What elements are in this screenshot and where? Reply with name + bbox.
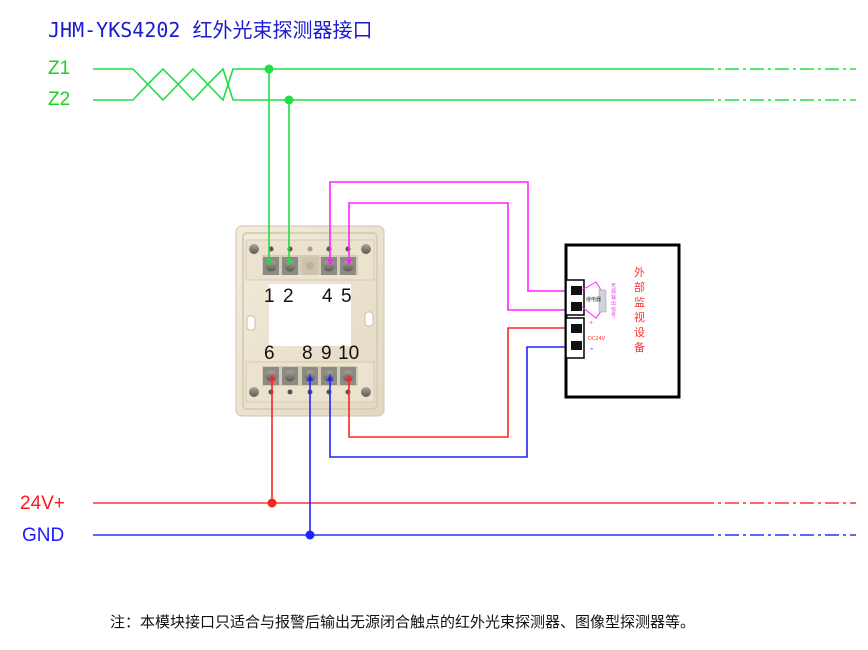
wire-terminal4-device — [329, 181, 572, 292]
relay-output-char: 源 — [611, 288, 616, 295]
device-minus-label: - — [590, 344, 593, 354]
bus-label-z1: Z1 — [48, 58, 71, 79]
terminal-1-label: 1 — [264, 286, 275, 307]
external-device — [564, 243, 681, 399]
module-opening — [269, 284, 351, 346]
terminal-8-label: 8 — [302, 343, 313, 364]
device-plus-label: + — [589, 320, 593, 326]
relay-box-label: 继电器 — [586, 296, 601, 303]
terminal-arrowheads — [266, 259, 352, 381]
terminal-9-label: 9 — [321, 343, 332, 364]
device-name-char: 监 — [634, 296, 645, 309]
bus-z2 — [93, 67, 856, 102]
top-terminal-screws — [263, 246, 356, 275]
device-name-char: 部 — [634, 280, 645, 294]
wire-terminal5-device — [348, 202, 572, 311]
relay-output-char: 信 — [611, 306, 616, 313]
wire-terminal10-device — [348, 327, 572, 438]
terminal-10-label: 10 — [338, 343, 359, 364]
bus-label-24v: 24V+ — [20, 493, 65, 514]
diagram-title: JHM-YKS4202 红外光束探测器接口 — [48, 18, 373, 42]
relay-output-char: 号 — [611, 313, 616, 319]
device-name-char: 设 — [634, 326, 645, 339]
relay-output-char: 无 — [611, 283, 616, 289]
terminal-5-label: 5 — [341, 286, 352, 307]
bus-label-gnd: GND — [22, 525, 65, 546]
bus-z1 — [93, 67, 856, 102]
device-name-char: 视 — [634, 310, 645, 324]
wire-terminal9-device — [329, 346, 572, 458]
terminal-2-label: 2 — [283, 286, 294, 307]
terminal-4-label: 4 — [322, 286, 333, 307]
footnote: 注：本模块接口只适合与报警后输出无源闭合触点的红外光束探测器、图像型探测器等。 — [110, 613, 696, 631]
relay-output-char: 出 — [611, 300, 616, 307]
terminal-6-label: 6 — [264, 343, 275, 364]
bus-label-z2: Z2 — [48, 89, 71, 110]
device-name-char: 外 — [634, 266, 645, 279]
device-power-label: DC24V — [588, 336, 606, 342]
relay-output-char: 输 — [611, 294, 616, 301]
device-name-char: 备 — [634, 340, 645, 354]
